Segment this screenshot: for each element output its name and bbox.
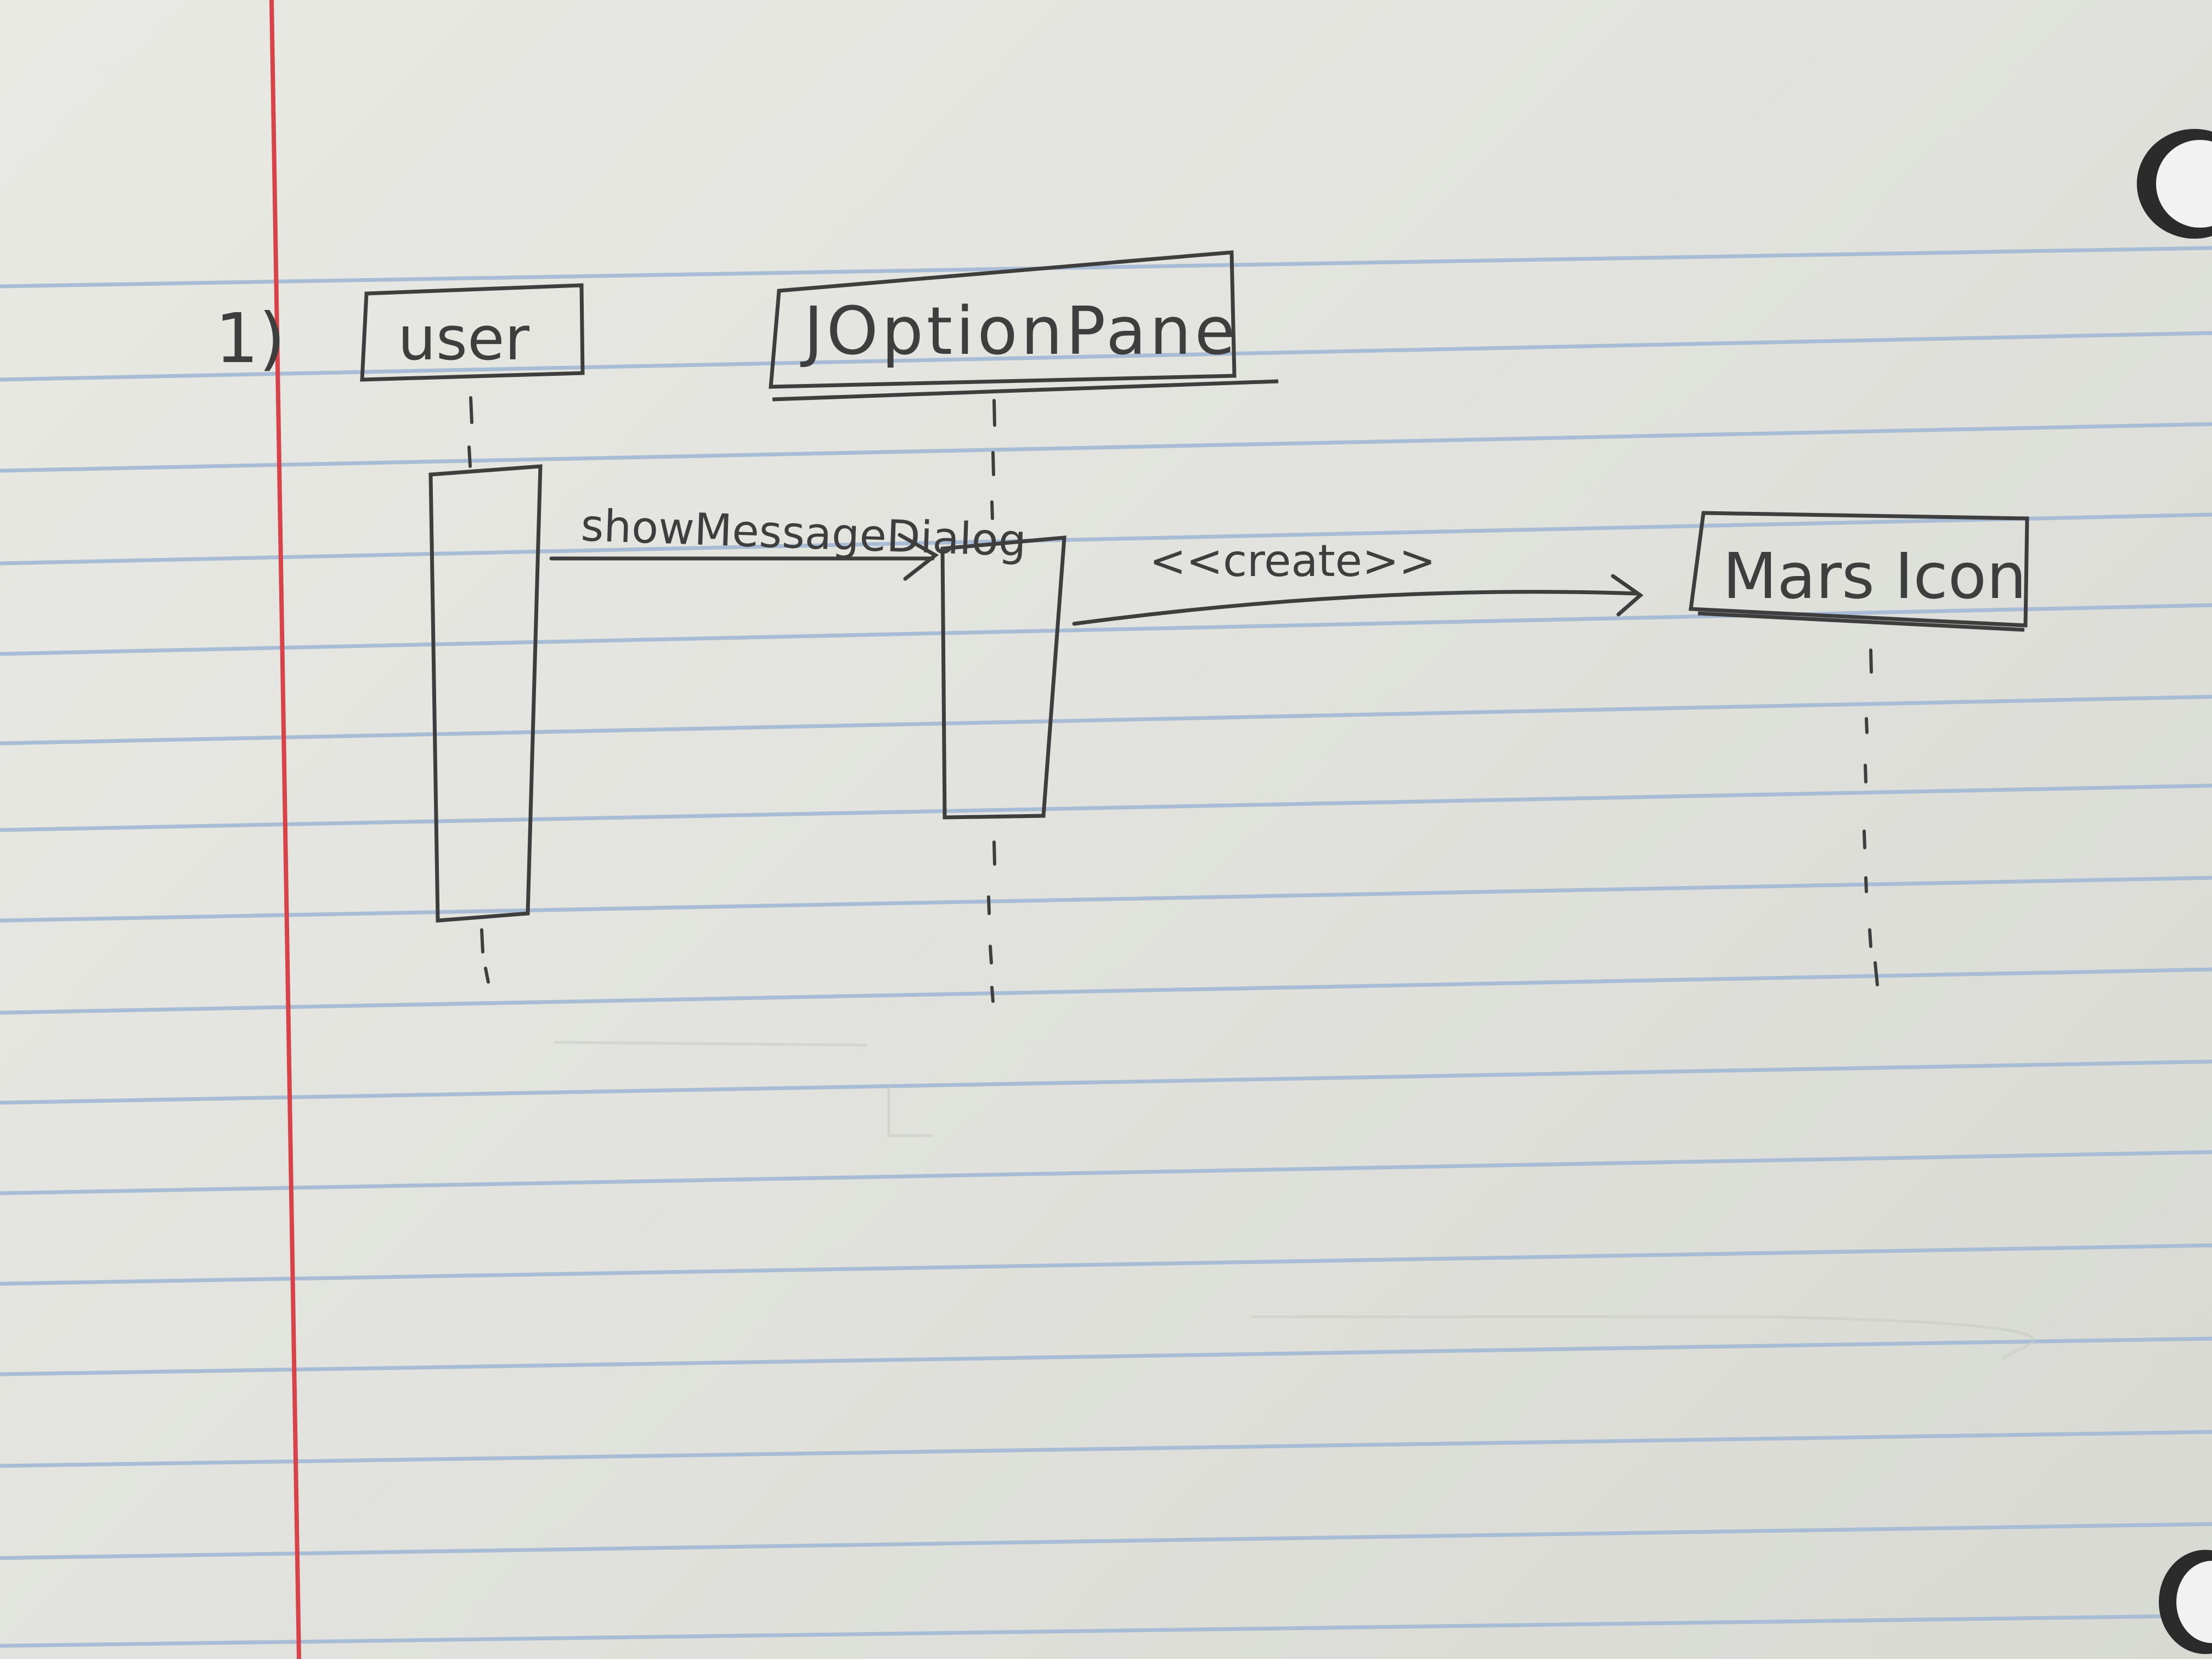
lifeline-box-joptionpane [769, 250, 1279, 402]
message-label-2: <<create>> [1149, 535, 1436, 586]
lifeline-label-marsicon: Mars Icon [1723, 540, 2027, 613]
problem-number: 1) [215, 299, 285, 379]
bleed-through-marks [554, 1041, 2035, 1359]
message-arrow-1 [549, 533, 939, 581]
binder-hole-top [2137, 129, 2212, 239]
lifeline-dash-joptionpane [987, 399, 996, 1003]
message-arrow-2 [1072, 574, 1644, 626]
lifeline-dash-marsicon [1863, 648, 1879, 986]
activation-bar-joptionpane [940, 535, 1066, 820]
activation-bar-user [428, 464, 543, 923]
lifeline-label-user: user [398, 303, 530, 374]
lifeline-box-marsicon [1689, 511, 2029, 632]
message-label-1: showMessageDialog [580, 500, 1027, 566]
binder-hole-bottom [2159, 1550, 2212, 1654]
lifeline-dash-user [467, 396, 490, 984]
ruled-lines [0, 246, 2212, 1648]
margin-line [269, 0, 301, 1659]
lifeline-box-user [360, 283, 585, 382]
lifeline-label-joptionpane: JOptionPane [800, 294, 1238, 370]
